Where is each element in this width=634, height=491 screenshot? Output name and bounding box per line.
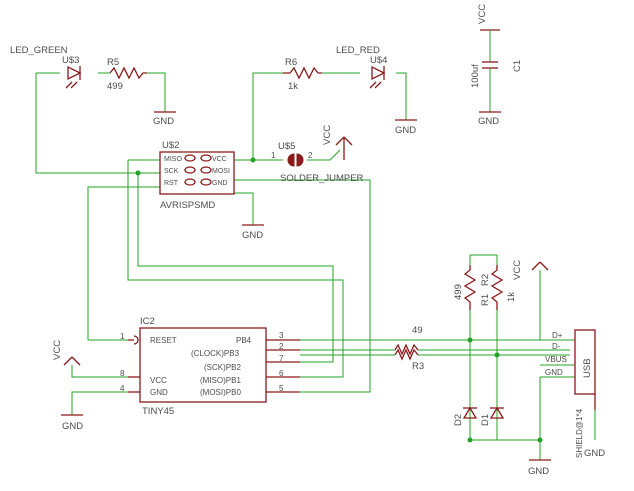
vcc-symbol: VCC	[322, 125, 353, 160]
vcc-label: VCC	[322, 125, 333, 145]
junction-dots	[135, 157, 543, 443]
avr-miso-label: MISO	[164, 156, 182, 163]
ic2-gnd-pin: GND	[150, 388, 168, 397]
jumper-pin2: 2	[308, 151, 313, 160]
avr-sck-label: SCK	[164, 168, 179, 175]
d2-label: D2	[453, 414, 464, 426]
vcc-label: VCC	[52, 340, 63, 360]
pin-num: 8	[120, 369, 125, 378]
led-red-label: LED_RED	[336, 45, 380, 56]
gnd-symbol: GND	[528, 459, 551, 477]
usb-label: USB	[582, 358, 593, 378]
resistor-r2[interactable]: R2 1k	[480, 265, 517, 310]
r3-label: R3	[412, 361, 424, 372]
pin-num: 7	[279, 354, 284, 363]
junction-dot	[467, 437, 473, 443]
junction-dot	[494, 352, 500, 358]
ic2-pb4-pin: PB4	[236, 336, 252, 345]
usb-connector[interactable]: D+ D- VBUS GND USB SHIELD@1*4 GND	[545, 329, 605, 459]
r1-label: R1	[480, 294, 491, 306]
resistor-r4[interactable]: 49	[394, 325, 423, 356]
avr-mosi-label: MOSI	[212, 168, 230, 175]
gnd-label: GND	[584, 448, 605, 459]
pin-num: 5	[279, 384, 284, 393]
led-red[interactable]: LED_RED U$4	[336, 45, 387, 89]
pin-num: 4	[120, 384, 125, 393]
usb-dplus-pin: D+	[552, 331, 563, 340]
junction-dot	[250, 157, 256, 163]
r5-label: R5	[107, 57, 119, 68]
capacitor-c1[interactable]: VCC 100uf C1 GND	[470, 4, 523, 127]
solder-jumper-label: SOLDER_JUMPER	[280, 173, 364, 184]
avr-rst-label: RST	[164, 180, 179, 187]
avr-vcc-label: VCC	[212, 156, 227, 163]
c1-value: 100uf	[470, 64, 481, 88]
resistor-r5[interactable]: R5 499	[107, 57, 147, 92]
avrisp-label: AVRISPSMD	[160, 200, 215, 211]
ic2-pb2-pin: (SCK)PB2	[204, 363, 241, 372]
vcc-symbol: VCC	[512, 260, 549, 280]
gnd-label: GND	[478, 116, 499, 127]
gnd-label: GND	[528, 466, 549, 477]
avrisp-header[interactable]: U$2 MISO SCK RST VCC MOSI GND AVRISPSMD	[159, 140, 235, 211]
u3-label: U$3	[62, 55, 79, 66]
vcc-label: VCC	[477, 4, 488, 24]
gnd-label: GND	[242, 230, 263, 241]
led-green-label: LED_GREEN	[10, 45, 68, 56]
u5-label: U$5	[278, 141, 295, 152]
ic2-pb0-pin: (MOSI)PB0	[200, 388, 241, 397]
r5-value: 499	[107, 81, 123, 92]
jumper-pin1: 1	[271, 151, 276, 160]
resistor-r6[interactable]: R6 1k	[283, 57, 322, 92]
junction-dot	[537, 437, 543, 443]
ic2-pb3-pin: (CLOCK)PB3	[191, 349, 240, 358]
r4-value: 49	[412, 325, 423, 336]
c1-label: C1	[512, 60, 523, 72]
ic2-reset-pin: RESET	[150, 336, 177, 345]
u2-label: U$2	[162, 140, 179, 151]
diode-d2[interactable]: D2	[453, 406, 478, 426]
tiny45-label: TINY45	[142, 406, 174, 417]
gnd-symbol: GND	[61, 414, 83, 432]
r2-value: 1k	[506, 292, 517, 302]
gnd-label: GND	[62, 421, 83, 432]
usb-dminus-pin: D-	[552, 342, 561, 351]
pin-num: 2	[279, 342, 284, 351]
shield-label: SHIELD@1*4	[575, 408, 584, 458]
junction-dot	[467, 337, 473, 343]
usb-vbus-pin: VBUS	[545, 355, 567, 364]
r1-value: 499	[453, 284, 464, 300]
ic2-vcc-pin: VCC	[150, 376, 167, 385]
pin-num: 3	[279, 331, 284, 340]
led-green[interactable]: LED_GREEN U$3	[10, 45, 82, 89]
gnd-symbol: GND	[242, 224, 264, 241]
resistor-r3[interactable]: R3	[394, 348, 424, 372]
ic2-pb1-pin: (MISO)PB1	[200, 376, 241, 385]
r6-value: 1k	[288, 81, 298, 92]
gnd-symbol: GND	[153, 111, 176, 127]
pin-num: 6	[279, 369, 284, 378]
gnd-label: GND	[153, 116, 174, 127]
vcc-label: VCC	[512, 260, 523, 280]
gnd-symbol: GND	[395, 119, 417, 136]
resistor-r1[interactable]: 499 R1	[453, 265, 491, 310]
d1-label: D1	[480, 414, 491, 426]
pin-num: 1	[120, 332, 125, 341]
diode-d1[interactable]: D1	[480, 406, 505, 426]
gnd-label: GND	[395, 125, 416, 136]
r2-label: R2	[480, 274, 491, 286]
vcc-symbol: VCC	[52, 340, 81, 366]
junction-dot	[135, 170, 141, 176]
ic2-tiny45[interactable]: IC2 RESET VCC GND PB4 (CLOCK)PB3 (SCK)PB…	[120, 316, 300, 417]
r6-label: R6	[285, 57, 297, 68]
u4-label: U$4	[370, 55, 387, 66]
usb-gnd-pin: GND	[545, 368, 563, 377]
ic2-label: IC2	[140, 316, 155, 327]
solder-jumper[interactable]: U$5 1 2 SOLDER_JUMPER	[271, 141, 364, 184]
avr-gnd-label: GND	[212, 180, 228, 187]
